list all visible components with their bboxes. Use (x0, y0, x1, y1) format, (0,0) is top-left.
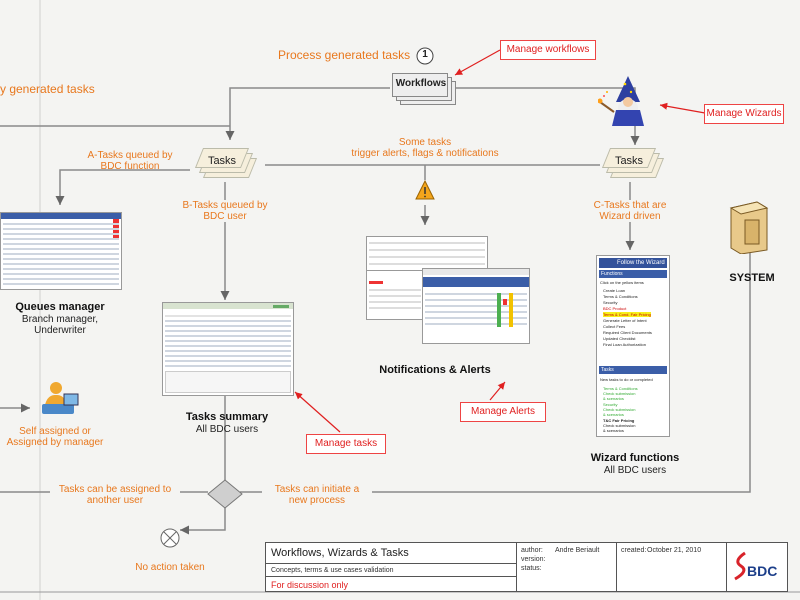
tasks-node-left: Tasks (193, 148, 258, 178)
wizard-item[interactable]: Security (603, 300, 618, 305)
process-generated-label: Process generated tasks (278, 48, 411, 62)
queues-screenshot (0, 212, 122, 290)
bdc-logo-icon (734, 551, 746, 581)
title-block-subtitle: Concepts, terms & use cases validation (271, 567, 394, 574)
person-at-desk-icon (42, 382, 79, 414)
tasks-node-right: Tasks (600, 148, 665, 178)
wizard-task: Check submission (603, 407, 636, 412)
wizard-item[interactable]: Required Client Documents (603, 330, 652, 335)
some-tasks-line1: Some tasks (398, 137, 452, 148)
self-assigned-note: Self assigned or Assigned by manager (0, 426, 110, 448)
a-tasks-line2: BDC function (100, 161, 160, 172)
b-tasks-line1: B-Tasks queued by (182, 200, 268, 211)
wizard-item[interactable]: BDC Product (603, 306, 627, 311)
status-label: status: (521, 565, 542, 572)
created-value: October 21, 2010 (647, 547, 702, 554)
queues-title: Queues manager (15, 301, 105, 313)
tasks-label-left: Tasks (207, 155, 237, 167)
logo-block: BDC (726, 542, 788, 592)
manage-alerts-callout: Manage Alerts (460, 402, 546, 422)
no-action-note: No action taken (135, 562, 205, 573)
tasks-label-right: Tasks (614, 155, 644, 167)
initiate-note: Tasks can initiate a new process (262, 484, 372, 506)
wizard-panel-title: Follow the Wizard (599, 258, 667, 268)
assign-line1: Tasks can be assigned to (58, 484, 172, 495)
wizard-functions-title: Wizard functions (590, 452, 680, 464)
b-tasks-note: B-Tasks queued by BDC user (175, 200, 275, 222)
wizard-task: & scenarios (603, 412, 624, 417)
self-assigned-line2: Assigned by manager (6, 437, 104, 448)
wizard-item[interactable]: Generate Letter of Intent (603, 318, 647, 323)
a-tasks-note: A-Tasks queued by BDC function (80, 150, 180, 172)
tasks-summary-title: Tasks summary (185, 411, 269, 423)
wizard-item[interactable]: Terms & Conditions (603, 294, 638, 299)
manage-tasks-callout: Manage tasks (306, 434, 386, 454)
queues-sub2: Underwriter (34, 325, 86, 336)
wizard-functions-block: Wizard functions All BDC users (570, 452, 700, 476)
wizard-section-functions: Functions (599, 270, 667, 278)
wizard-task: Check submission (603, 423, 636, 428)
title-block-discussion: For discussion only (271, 580, 349, 590)
version-label: version: (521, 556, 546, 563)
wizard-task: Check submission (603, 391, 636, 396)
c-tasks-line2: Wizard driven (599, 211, 661, 222)
wizard-panel-screenshot: Follow the Wizard Functions Click on the… (596, 255, 670, 437)
wizard-item[interactable]: Updated Checklist (603, 336, 636, 341)
wizard-intro: Click on the yellow items (600, 280, 644, 285)
system-label: SYSTEM (729, 272, 775, 284)
meta-block: author: Andre Beriault version: status: (516, 542, 618, 592)
assign-note: Tasks can be assigned to another user (50, 484, 180, 506)
notifications-block: Notifications & Alerts (360, 364, 510, 377)
wizard-item[interactable]: Final Loan Authorization (603, 342, 646, 347)
wizard-tasks-intro: New tasks to do or completed (600, 377, 653, 382)
wizard-task: T&C Fair Pricing (603, 418, 635, 423)
wizard-icon (598, 76, 644, 126)
self-assigned-line1: Self assigned or (19, 426, 91, 437)
a-tasks-line1: A-Tasks queued by (87, 150, 173, 161)
wizard-task: Terms & Conditions (603, 386, 638, 391)
left-partial-label: y generated tasks (0, 82, 95, 96)
tasks-summary-sub: All BDC users (195, 424, 259, 435)
server-icon (729, 201, 769, 254)
notifications-grid-screenshot (422, 268, 530, 344)
c-tasks-line1: C-Tasks that are (593, 200, 667, 211)
notifications-menu-screenshot (366, 270, 424, 320)
notifications-title: Notifications & Alerts (379, 364, 491, 376)
bdc-logo-text: BDC (747, 563, 778, 579)
wizard-section-tasks: Tasks (599, 366, 667, 374)
some-tasks-line2: trigger alerts, flags & notifications (351, 148, 499, 159)
workflows-label: Workflows (395, 78, 447, 89)
initiate-line2: new process (288, 495, 346, 506)
manage-workflows-callout: Manage workflows (500, 40, 596, 60)
manage-wizards-callout: Manage Wizards (704, 104, 784, 124)
wizard-item[interactable]: Create Loan (603, 288, 626, 293)
author-value: Andre Beriault (555, 547, 600, 554)
created-label: created: (621, 547, 647, 554)
b-tasks-line2: BDC user (203, 211, 247, 222)
title-block-title: Workflows, Wizards & Tasks (271, 547, 409, 559)
created-block: created: October 21, 2010 (616, 542, 728, 592)
wizard-functions-sub: All BDC users (603, 465, 667, 476)
tasks-summary-block: Tasks summary All BDC users (160, 410, 294, 435)
wizard-task: & scenarios (603, 428, 624, 433)
wizard-task: Security (603, 402, 618, 407)
wizard-item-highlight[interactable]: Terms & Cond. Fair Pricing (603, 312, 651, 317)
queues-block: Queues manager Branch manager, Underwrit… (0, 301, 120, 336)
c-tasks-note: C-Tasks that are Wizard driven (580, 200, 680, 222)
workflows-node: Workflows (392, 73, 456, 105)
step-number: 1 (422, 49, 428, 60)
assign-line2: another user (86, 495, 144, 506)
wizard-task: & scenarios (603, 396, 624, 401)
initiate-line1: Tasks can initiate a (274, 484, 360, 495)
tasks-summary-screenshot (162, 302, 294, 396)
some-tasks-note: Some tasks trigger alerts, flags & notif… (340, 137, 510, 159)
wizard-item[interactable]: Collect Fees (603, 324, 626, 329)
queues-sub1: Branch manager, (21, 314, 99, 325)
author-label: author: (521, 547, 543, 554)
title-block: Workflows, Wizards & Tasks Concepts, ter… (265, 542, 517, 592)
